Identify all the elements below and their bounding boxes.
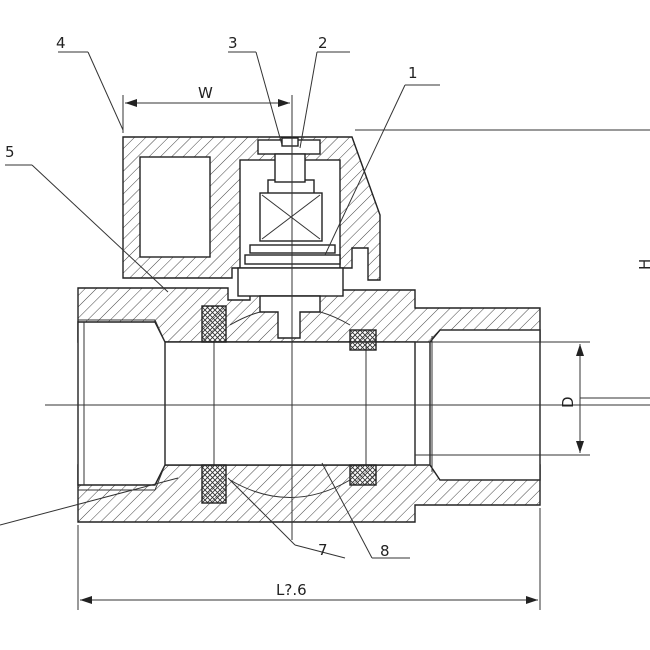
ball: [213, 307, 367, 498]
valve-body: [77, 287, 541, 523]
flow-bore: [77, 321, 541, 486]
part-8-label: 8: [380, 542, 390, 560]
part-2-label: 2: [318, 34, 328, 52]
dimension-l-label: L?.6: [276, 581, 307, 599]
part-leaders: 4 3 2 1 5 7 8: [0, 34, 440, 560]
dimension-w-label: W: [198, 84, 213, 102]
dimension-h: H: [355, 129, 650, 270]
part-5-label: 5: [5, 143, 15, 161]
part-3-label: 3: [228, 34, 238, 52]
part-7-label: 7: [318, 541, 328, 559]
part-1-label: 1: [408, 64, 418, 82]
dimension-d: D: [415, 341, 650, 456]
dimension-w: W: [122, 84, 293, 133]
dimension-h-label: H: [636, 259, 650, 270]
dimension-d-label: D: [559, 396, 577, 408]
seat-rings: [201, 305, 377, 504]
center-lines: [45, 95, 650, 540]
left-port-thread: [78, 319, 166, 491]
part-4-label: 4: [56, 34, 66, 52]
dimension-l: L?.6: [77, 508, 541, 610]
